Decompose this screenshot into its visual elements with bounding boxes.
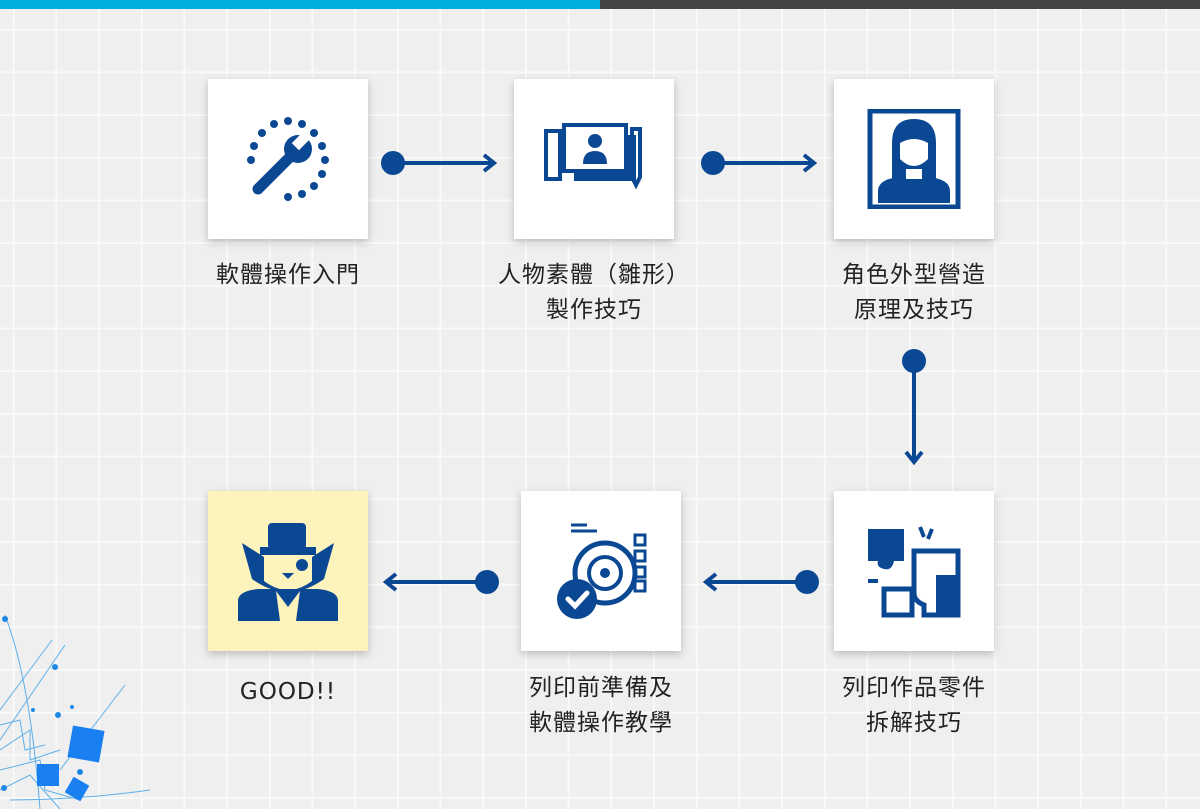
step-2-card bbox=[514, 79, 674, 239]
step-3-card bbox=[834, 79, 994, 239]
step-2-label: 人物素體（雛形） 製作技巧 bbox=[464, 258, 724, 328]
arrow-step4-to-step5 bbox=[702, 570, 819, 594]
arrow-step3-to-step4 bbox=[902, 349, 926, 466]
character-sheet-icon bbox=[544, 123, 642, 190]
target-checklist-icon bbox=[557, 523, 647, 619]
arrow-step1-to-step2 bbox=[381, 151, 498, 175]
puzzle-icon bbox=[868, 526, 961, 618]
step-2-line2: 製作技巧 bbox=[546, 297, 642, 323]
step-6-label: GOOD!! bbox=[158, 675, 418, 710]
step-5-line1: 列印前準備及 bbox=[529, 675, 673, 701]
step-2-line1: 人物素體（雛形） bbox=[498, 262, 690, 288]
gentleman-fox-icon bbox=[238, 523, 338, 621]
step-4-label: 列印作品零件拆解技巧 bbox=[784, 671, 1044, 741]
step-3-line2: 原理及技巧 bbox=[854, 297, 974, 323]
step-6-card bbox=[208, 491, 368, 651]
step-1-label: 軟體操作入門 bbox=[158, 258, 418, 293]
top-bar-accent bbox=[0, 0, 600, 9]
top-bar-dark bbox=[600, 0, 1200, 9]
step-4-line2: 拆解技巧 bbox=[866, 710, 962, 736]
step-5-line2: 軟體操作教學 bbox=[529, 710, 673, 736]
step-1-card bbox=[208, 79, 368, 239]
arrow-step5-to-step6 bbox=[382, 570, 499, 594]
step-5-label: 列印前準備及軟體操作教學 bbox=[471, 671, 731, 741]
step-3-label: 角色外型營造原理及技巧 bbox=[784, 258, 1044, 328]
step-4-card bbox=[834, 491, 994, 651]
portrait-icon bbox=[867, 109, 961, 209]
top-bar bbox=[0, 0, 1200, 9]
step-1-line1: 軟體操作入門 bbox=[216, 262, 360, 288]
tech-network-decoration bbox=[0, 614, 151, 809]
step-3-line1: 角色外型營造 bbox=[842, 262, 986, 288]
step-6-line1: GOOD!! bbox=[239, 679, 337, 705]
step-4-line1: 列印作品零件 bbox=[842, 675, 986, 701]
step-5-card bbox=[521, 491, 681, 651]
arrow-step2-to-step3 bbox=[701, 151, 818, 175]
wrench-icon bbox=[247, 117, 329, 201]
